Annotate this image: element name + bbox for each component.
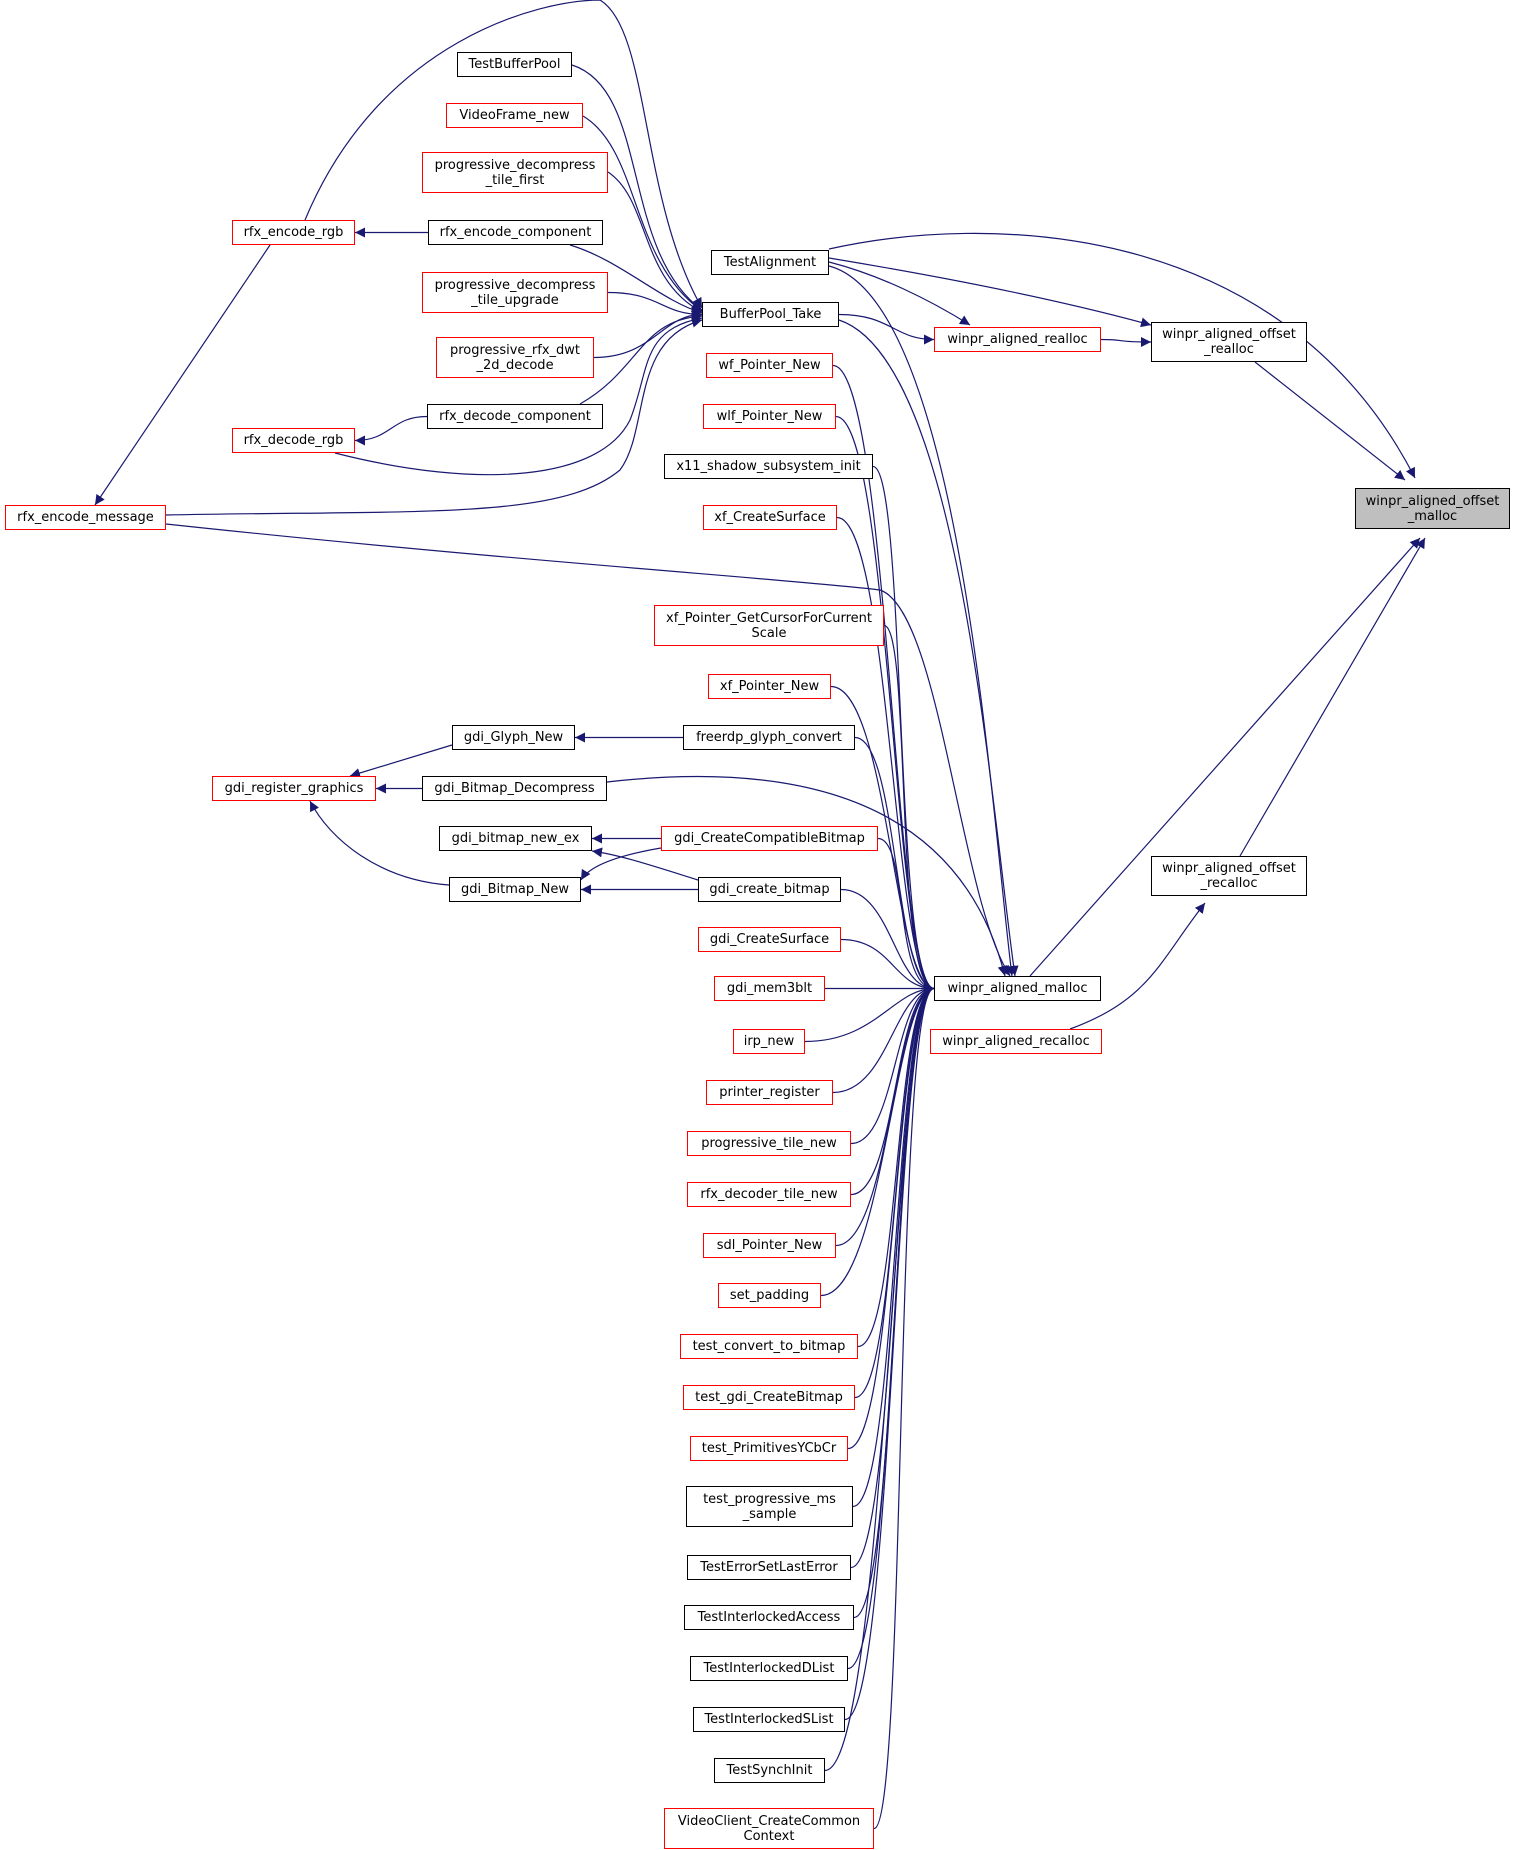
node-test-conv-bmp[interactable]: test_convert_to_bitmap <box>680 1334 858 1359</box>
node-sdl-pointer[interactable]: sdl_Pointer_New <box>703 1233 836 1258</box>
edge-gdi-compat-bmp-to-gdi-bmp-new <box>580 847 662 881</box>
edge-xf-pointer-to-aligned-malloc <box>830 685 935 994</box>
node-aligned-recalloc[interactable]: winpr_aligned_recalloc <box>930 1029 1102 1054</box>
node-test-prim-ycbcr[interactable]: test_PrimitivesYCbCr <box>690 1436 848 1461</box>
node-gdi-mem3blt[interactable]: gdi_mem3blt <box>714 976 825 1001</box>
edge-off-realloc-to-target <box>1254 361 1406 481</box>
edge-rfx-dec-comp-to-bufferpool-take <box>579 311 703 405</box>
node-gdi-bmp-new[interactable]: gdi_Bitmap_New <box>449 877 581 902</box>
edge-prog-tile-new-to-aligned-malloc <box>850 983 935 1145</box>
node-xf-cursor[interactable]: xf_Pointer_GetCursorForCurrent Scale <box>654 605 884 646</box>
edge-set-padding-to-aligned-malloc <box>820 983 935 1297</box>
node-wf-pointer[interactable]: wf_Pointer_New <box>706 353 833 378</box>
node-xf-pointer[interactable]: xf_Pointer_New <box>708 674 831 699</box>
edge-prog-tile-first-to-bufferpool-take <box>607 171 703 313</box>
edge-test-alignment-to-aligned-malloc <box>828 265 1016 977</box>
edge-test-synch-to-aligned-malloc <box>824 983 935 1772</box>
edge-prog-rfx-dwt-to-bufferpool-take <box>593 309 703 359</box>
node-gdi-reg-gfx[interactable]: gdi_register_graphics <box>212 776 376 801</box>
edge-xf-surface-to-aligned-malloc <box>836 516 935 994</box>
edge-aligned-realloc-to-off-realloc <box>1100 336 1152 347</box>
edge-videoclient-ctx-to-aligned-malloc <box>873 983 935 1830</box>
edge-glyph-convert-to-aligned-malloc <box>854 736 935 994</box>
node-bufferpool-take[interactable]: BufferPool_Take <box>702 302 839 327</box>
node-test-il-access[interactable]: TestInterlockedAccess <box>684 1605 854 1630</box>
edge-rfx-enc-comp-to-bufferpool-take <box>569 244 703 315</box>
edge-rfx-dec-rgb-to-bufferpool-take <box>334 314 703 476</box>
edge-prog-tile-upgrade-to-bufferpool-take <box>607 291 703 320</box>
node-target: winpr_aligned_offset _malloc <box>1355 488 1510 529</box>
edge-rfx-enc-msg-to-bufferpool-take <box>165 317 703 516</box>
node-test-alignment[interactable]: TestAlignment <box>711 250 829 275</box>
node-test-bufferpool[interactable]: TestBufferPool <box>457 52 572 77</box>
edge-rfx-enc-rgb-to-bufferpool-take <box>304 0 703 309</box>
node-videoclient-ctx[interactable]: VideoClient_CreateCommon Context <box>664 1808 874 1849</box>
edge-gdi-create-bmp-to-aligned-malloc <box>840 888 935 994</box>
edge-test-bufferpool-to-bufferpool-take <box>571 64 703 311</box>
node-test-synch[interactable]: TestSynchInit <box>714 1758 825 1783</box>
node-irp-new[interactable]: irp_new <box>733 1029 805 1054</box>
node-test-il-slist[interactable]: TestInterlockedSList <box>693 1707 845 1732</box>
edge-xf-cursor-to-aligned-malloc <box>883 624 935 994</box>
node-glyph-convert[interactable]: freerdp_glyph_convert <box>683 725 855 750</box>
node-test-gdi-bmp[interactable]: test_gdi_CreateBitmap <box>683 1385 855 1410</box>
node-rfx-enc-comp[interactable]: rfx_encode_component <box>428 220 603 245</box>
node-test-err[interactable]: TestErrorSetLastError <box>687 1555 851 1580</box>
node-x11-shadow[interactable]: x11_shadow_subsystem_init <box>664 454 873 479</box>
node-prog-tile-new[interactable]: progressive_tile_new <box>687 1131 851 1156</box>
node-rfx-enc-rgb[interactable]: rfx_encode_rgb <box>232 220 355 245</box>
edge-test-alignment-to-target <box>828 232 1416 479</box>
edge-test-prog-ms-to-aligned-malloc <box>852 983 935 1508</box>
edge-gdi-surface-to-aligned-malloc <box>840 938 935 994</box>
node-prog-tile-first[interactable]: progressive_decompress _tile_first <box>422 152 608 193</box>
edge-gdi-glyph-to-gdi-reg-gfx <box>349 744 453 778</box>
node-test-prog-ms[interactable]: test_progressive_ms _sample <box>686 1486 853 1527</box>
edge-irp-new-to-aligned-malloc <box>804 983 935 1043</box>
node-aligned-realloc[interactable]: winpr_aligned_realloc <box>934 327 1101 352</box>
node-rfx-dec-rgb[interactable]: rfx_decode_rgb <box>232 428 355 453</box>
node-xf-surface[interactable]: xf_CreateSurface <box>703 505 837 530</box>
edge-gdi-compat-bmp-to-aligned-malloc <box>877 837 935 994</box>
edge-gdi-create-bmp-to-gdi-bmp-new-ex <box>591 847 699 881</box>
node-gdi-bmp-decomp[interactable]: gdi_Bitmap_Decompress <box>422 776 607 801</box>
edge-aligned-recalloc-to-off-recalloc <box>1069 902 1206 1030</box>
node-gdi-glyph[interactable]: gdi_Glyph_New <box>452 725 575 750</box>
node-rfx-dec-comp[interactable]: rfx_decode_component <box>427 404 603 429</box>
node-rfx-enc-msg[interactable]: rfx_encode_message <box>5 505 166 530</box>
edge-off-recalloc-to-target <box>1239 537 1426 857</box>
edge-gdi-bmp-decomp-to-aligned-malloc <box>606 775 1008 977</box>
node-aligned-malloc[interactable]: winpr_aligned_malloc <box>934 976 1101 1001</box>
node-gdi-bmp-new-ex[interactable]: gdi_bitmap_new_ex <box>439 826 592 851</box>
node-gdi-surface[interactable]: gdi_CreateSurface <box>698 927 841 952</box>
edge-bufferpool-take-to-aligned-malloc <box>838 319 1019 977</box>
edge-test-alignment-to-aligned-realloc <box>828 261 971 326</box>
edge-rfx-dec-comp-to-rfx-dec-rgb <box>354 415 428 446</box>
node-set-padding[interactable]: set_padding <box>718 1283 821 1308</box>
edge-rfx-enc-rgb-to-rfx-enc-msg <box>94 244 271 506</box>
node-test-il-dlist[interactable]: TestInterlockedDList <box>690 1656 848 1681</box>
edge-test-alignment-to-off-realloc <box>828 257 1152 328</box>
edge-aligned-malloc-to-target <box>1029 537 1421 977</box>
edge-printer-reg-to-aligned-malloc <box>832 983 935 1094</box>
node-off-recalloc[interactable]: winpr_aligned_offset _recalloc <box>1151 856 1307 896</box>
node-prog-tile-upgrade[interactable]: progressive_decompress _tile_upgrade <box>422 272 608 313</box>
node-off-realloc[interactable]: winpr_aligned_offset _realloc <box>1151 322 1307 362</box>
node-wlf-pointer[interactable]: wlf_Pointer_New <box>703 404 836 429</box>
edge-rfx-dec-tile-to-aligned-malloc <box>850 983 935 1196</box>
edge-videoframe-new-to-bufferpool-take <box>582 115 703 312</box>
node-prog-rfx-dwt[interactable]: progressive_rfx_dwt _2d_decode <box>436 337 594 378</box>
node-gdi-create-bmp[interactable]: gdi_create_bitmap <box>698 877 841 902</box>
node-gdi-compat-bmp[interactable]: gdi_CreateCompatibleBitmap <box>661 826 878 851</box>
node-printer-reg[interactable]: printer_register <box>706 1080 833 1105</box>
edge-test-prim-ycbcr-to-aligned-malloc <box>847 983 935 1450</box>
edge-gdi-bmp-new-to-gdi-reg-gfx <box>309 800 450 886</box>
edge-test-conv-bmp-to-aligned-malloc <box>857 983 935 1348</box>
node-videoframe-new[interactable]: VideoFrame_new <box>446 103 583 128</box>
node-rfx-dec-tile[interactable]: rfx_decoder_tile_new <box>687 1182 851 1207</box>
edge-rfx-enc-msg-to-aligned-malloc <box>165 523 1011 977</box>
edge-test-il-access-to-aligned-malloc <box>853 983 935 1619</box>
